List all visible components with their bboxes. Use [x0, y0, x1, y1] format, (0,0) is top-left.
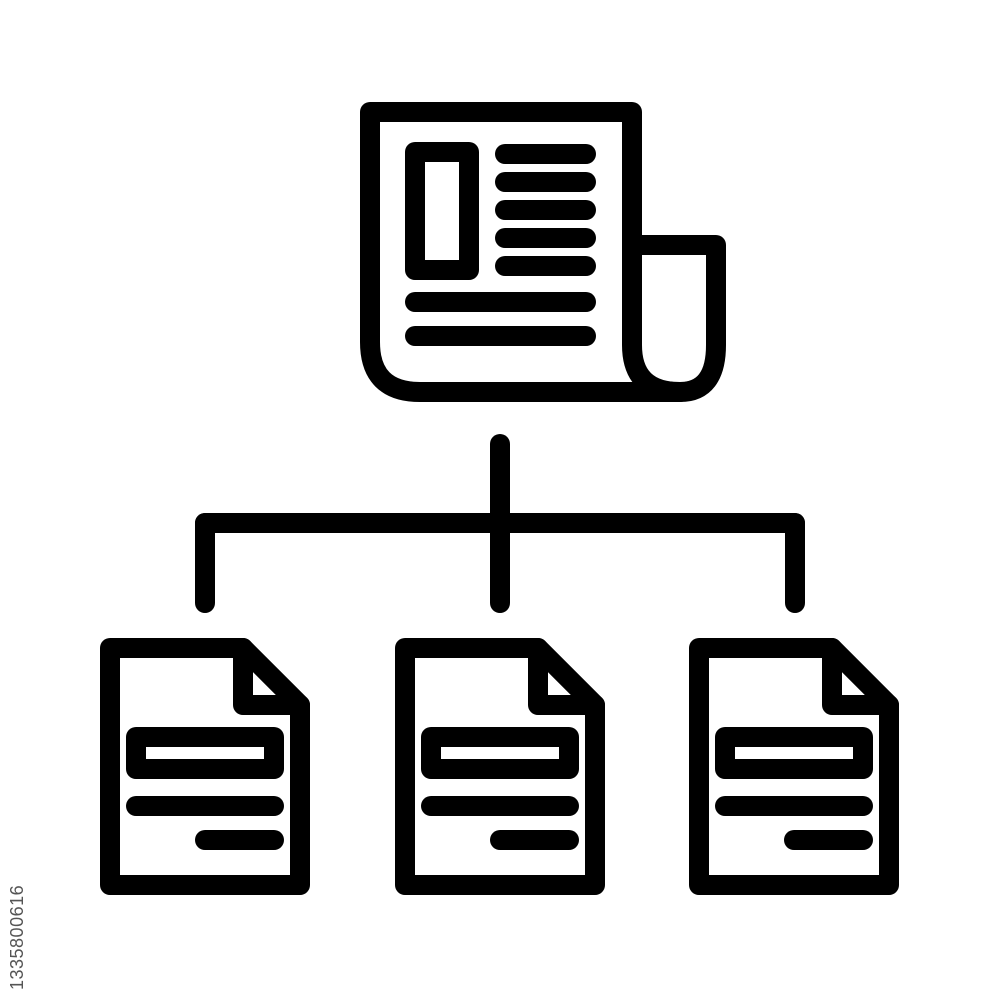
- document-icon: [100, 638, 310, 895]
- hierarchy-connector: [195, 434, 805, 613]
- newspaper-icon: [360, 102, 726, 402]
- document-fold: [528, 638, 605, 715]
- newspaper-photo-box: [405, 142, 479, 280]
- document-outline: [395, 638, 605, 895]
- document-outline: [689, 638, 899, 895]
- document-title-box: [715, 727, 873, 779]
- document-fold: [822, 638, 899, 715]
- newspaper-curl: [622, 235, 726, 402]
- document-fold: [233, 638, 310, 715]
- document-icon: [395, 638, 605, 895]
- document-icon: [689, 638, 899, 895]
- watermark-id-text: 1335800616: [7, 884, 27, 990]
- document-outline: [100, 638, 310, 895]
- document-title-box: [421, 727, 579, 779]
- document-title-box: [126, 727, 284, 779]
